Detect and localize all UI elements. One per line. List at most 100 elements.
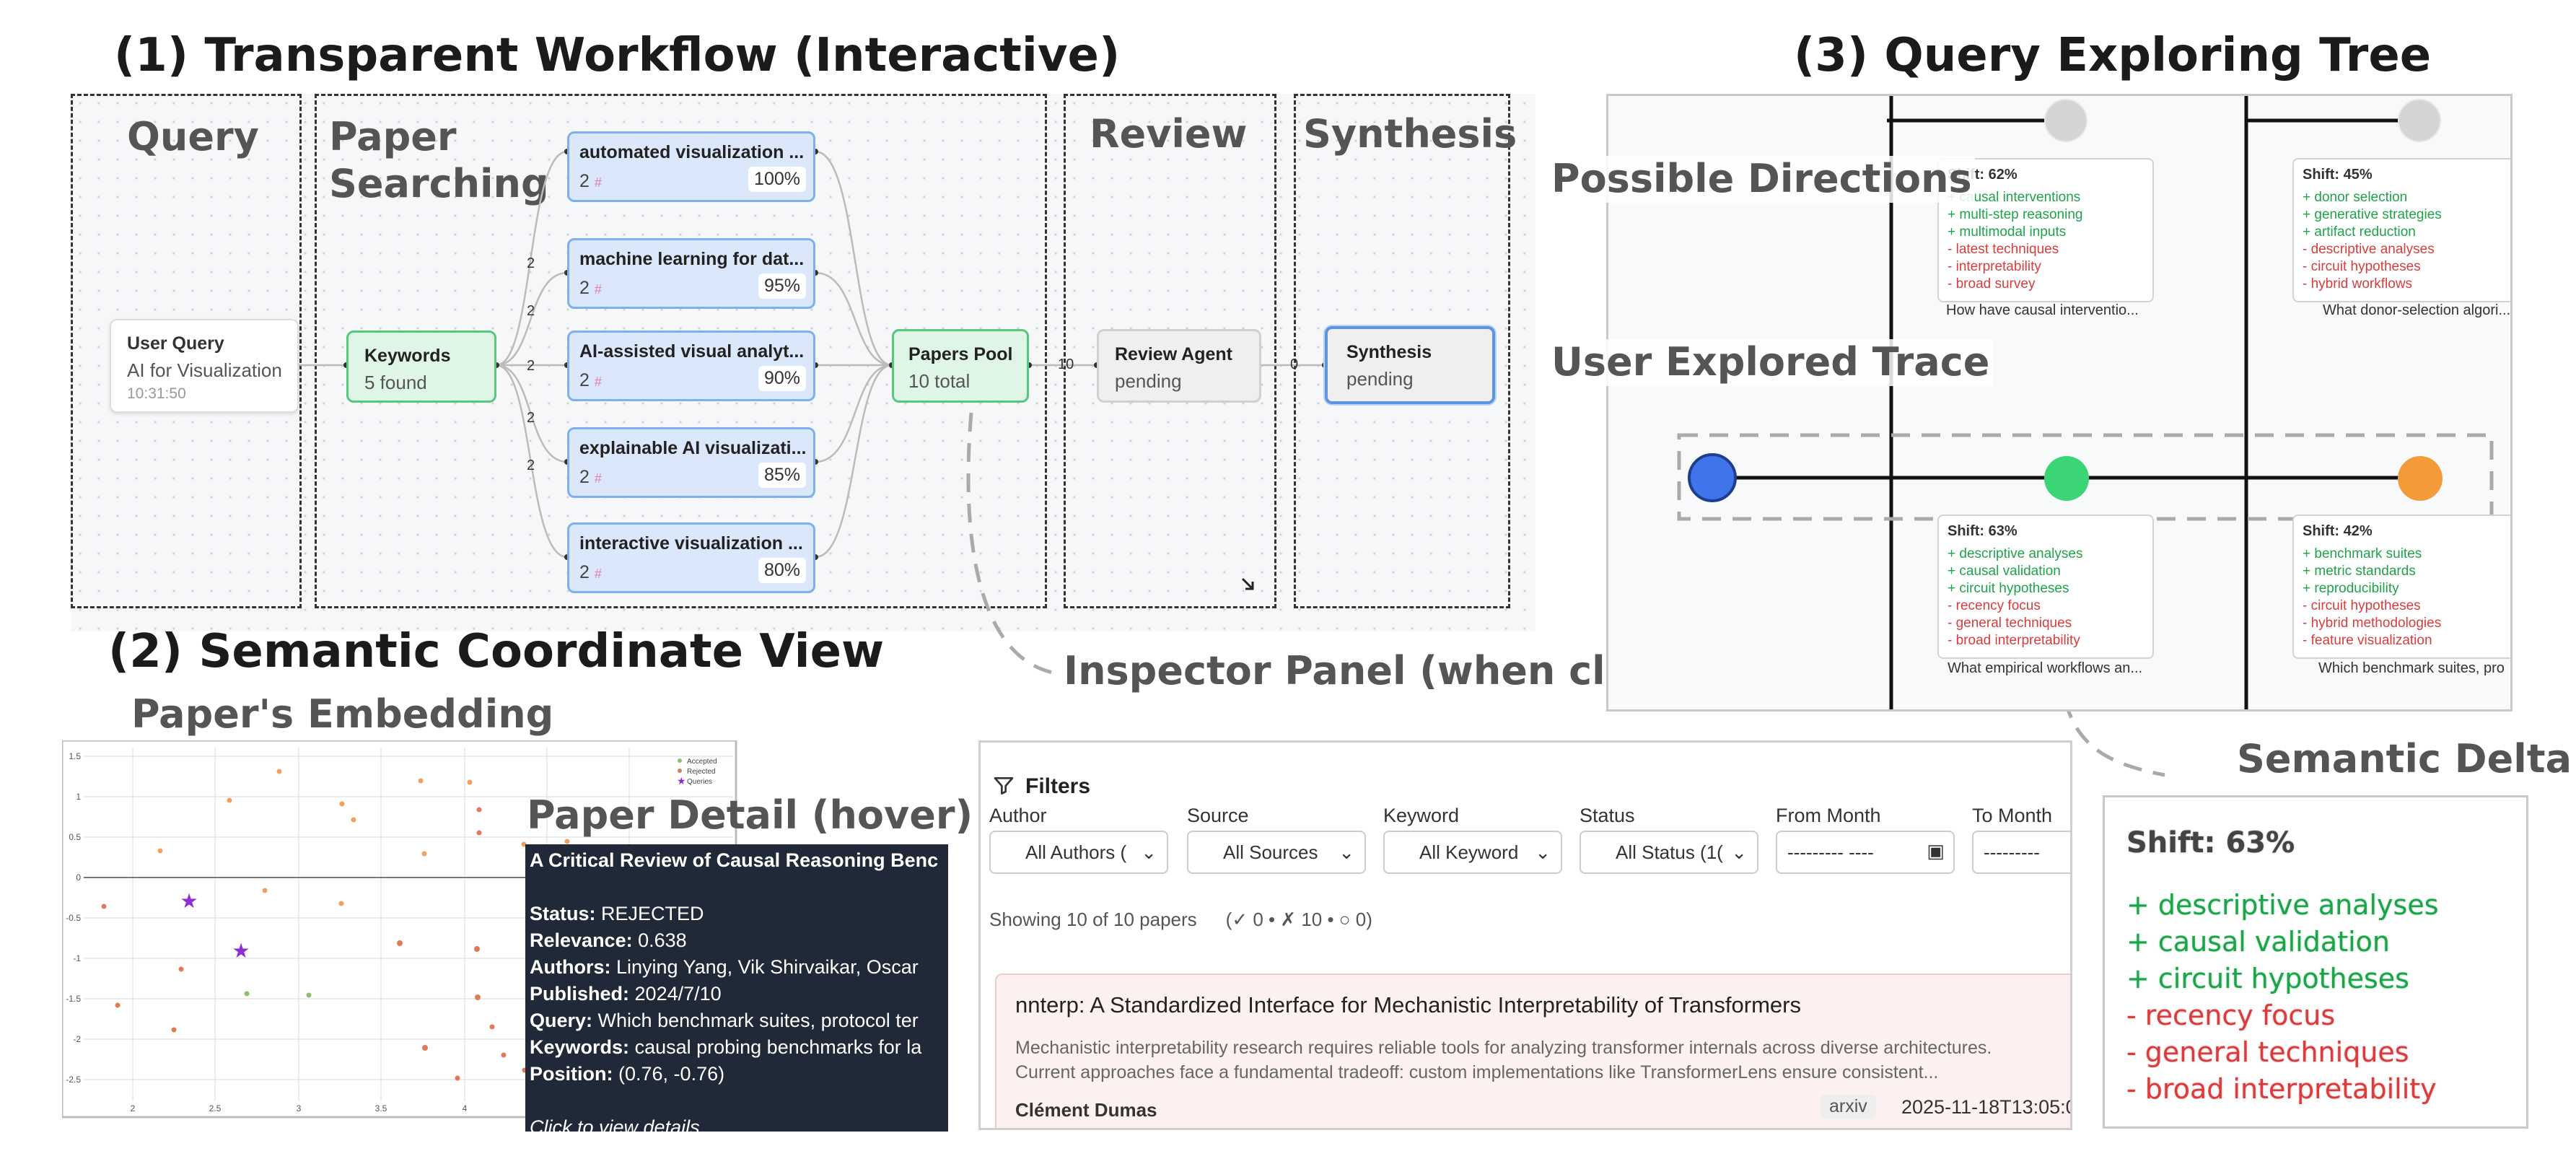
paper-result-card[interactable]: nnterp: A Standardized Interface for Mec… xyxy=(995,973,2070,1128)
keyword-node-percent: 100% xyxy=(748,167,806,192)
possible-directions-label: Possible Directions xyxy=(1548,156,1975,203)
from-month-input[interactable]: --------- ----▣ xyxy=(1776,831,1955,874)
keyword-node-title: automated visualization ... xyxy=(579,142,805,162)
query-caption: How have causal interventio... xyxy=(1946,302,2139,318)
direction-node[interactable] xyxy=(2398,99,2441,142)
keyword-node-count: 2 # xyxy=(579,370,602,390)
semantic-delta-card: Shift: 63% + descriptive analyses + caus… xyxy=(2103,795,2528,1129)
legend-accepted: Accepted xyxy=(687,758,717,766)
trace-card[interactable]: Shift: 42% + benchmark suites + metric s… xyxy=(2292,515,2510,659)
paper-detail-title: A Critical Review of Causal Reasoning Be… xyxy=(530,849,939,871)
paper-detail-label: Paper Detail (hover) xyxy=(527,792,973,838)
filters-title: Filters xyxy=(1025,774,1091,798)
paper-detail-tooltip: A Critical Review of Causal Reasoning Be… xyxy=(525,844,948,1132)
keyword-node-percent: 90% xyxy=(758,366,806,391)
query-caption: Which benchmark suites, pro xyxy=(2318,660,2505,676)
paper-relevance: 0.638 xyxy=(638,929,687,951)
chevron-down-icon: ⌄ xyxy=(1141,841,1157,863)
workflow-edges xyxy=(299,149,1328,590)
paper-position: (0.76, -0.76) xyxy=(618,1063,725,1085)
status-filter-select[interactable]: All Status (1(⌄ xyxy=(1580,831,1758,874)
synthesis-stage-label: Synthesis xyxy=(1303,111,1517,157)
direction-card[interactable]: Shift: 45% + donor selection + generativ… xyxy=(2292,158,2510,302)
x-tick-label: 2.5 xyxy=(209,1103,222,1113)
edge-count-label: 2 xyxy=(527,255,535,271)
delta-added-term: + causal validation xyxy=(2126,926,2390,958)
paper-result-abstract: Mechanistic interpretability research re… xyxy=(1015,1038,1992,1082)
filter-label-author: Author xyxy=(989,805,1047,826)
y-tick-label: 1 xyxy=(76,792,81,802)
paper-keywords: causal probing benchmarks for la xyxy=(634,1036,922,1058)
query-stage-label: Query xyxy=(127,114,259,159)
delta-removed-term: - recency focus xyxy=(2126,999,2336,1031)
query-stage-box xyxy=(71,94,302,608)
delta-added-term: + descriptive analyses xyxy=(2126,889,2439,921)
keyword-node-count: 2 # xyxy=(579,278,602,298)
calendar-icon: ▣ xyxy=(1927,840,1945,862)
paper-result-source-badge: arxiv xyxy=(1821,1095,1876,1119)
tree-canvas[interactable]: Shift: 62% + causal interventions + mult… xyxy=(1606,94,2513,712)
user-query-time: 10:31:50 xyxy=(127,385,186,402)
trace-card[interactable]: Shift: 63% + descriptive analyses + caus… xyxy=(1937,515,2154,659)
paper-result-author: Clément Dumas xyxy=(1015,1099,1157,1121)
semantic-view-title: (2) Semantic Coordinate View xyxy=(108,625,885,678)
synthesis-node[interactable]: Synthesis pending xyxy=(1325,326,1495,404)
direction-node[interactable] xyxy=(2044,99,2087,142)
edge-count-label: 2 xyxy=(527,303,535,319)
query-caption: What donor-selection algori... xyxy=(2323,302,2511,318)
workflow-title: (1) Transparent Workflow (Interactive) xyxy=(114,29,1121,82)
svg-text:★: ★ xyxy=(180,889,198,913)
review-agent-node[interactable]: Review Agent pending xyxy=(1097,329,1261,403)
keyword-node-machine-learning[interactable]: machine learning for dat... 2 # 95% xyxy=(567,238,815,309)
review-edge-label: 0 xyxy=(1290,356,1299,372)
y-tick-label: -2 xyxy=(73,1034,81,1044)
user-explored-trace-label: User Explored Trace xyxy=(1548,339,1993,386)
trace-node-next[interactable] xyxy=(2398,456,2443,501)
chevron-down-icon: ⌄ xyxy=(1339,841,1354,863)
paper-result-title[interactable]: nnterp: A Standardized Interface for Mec… xyxy=(1015,992,1801,1018)
paper-authors: Linying Yang, Vik Shirvaikar, Oscar xyxy=(616,956,919,978)
pool-edge-label: 10 xyxy=(1058,356,1074,372)
keyword-node-title: AI-assisted visual analyt... xyxy=(579,341,805,362)
synthesis-stage-box xyxy=(1294,94,1510,608)
paper-detail-hint: Click to view details xyxy=(530,1116,700,1132)
paper-searching-stage-label: Paper Searching xyxy=(329,114,549,206)
paper-icon: # xyxy=(594,566,602,581)
paper-searching-stage-box xyxy=(315,94,1047,608)
synthesis-status: pending xyxy=(1346,368,1414,390)
y-tick-label: 0 xyxy=(76,872,81,883)
paper-icon: # xyxy=(594,375,602,389)
keywords-count: 5 found xyxy=(364,372,427,393)
source-filter-select[interactable]: All Sources⌄ xyxy=(1187,831,1366,874)
author-filter-select[interactable]: All Authors (⌄ xyxy=(989,831,1168,874)
keyword-node-explainable-ai[interactable]: explainable AI visualizati... 2 # 85% xyxy=(567,427,815,498)
paper-icon: # xyxy=(594,282,602,297)
x-tick-label: 3 xyxy=(297,1103,302,1113)
edge-count-label: 2 xyxy=(527,410,535,426)
delta-removed-term: - broad interpretability xyxy=(2126,1073,2437,1105)
filter-label-from-month: From Month xyxy=(1776,805,1881,826)
results-summary: Showing 10 of 10 papers(✓ 0 • ✗ 10 • ○ 0… xyxy=(989,909,1372,930)
trace-node-current[interactable] xyxy=(2044,456,2089,501)
to-month-input[interactable]: --------- xyxy=(1972,831,2070,874)
svg-text:★: ★ xyxy=(677,775,686,787)
chevron-down-icon: ⌄ xyxy=(1731,841,1747,863)
y-tick-label: -2.5 xyxy=(66,1075,81,1085)
filter-label-to-month: To Month xyxy=(1972,805,2053,826)
x-tick-label: 3.5 xyxy=(375,1103,387,1113)
keyword-filter-select[interactable]: All Keyword⌄ xyxy=(1383,831,1562,874)
keyword-node-automated-visualization[interactable]: automated visualization ... 2 # 100% xyxy=(567,131,815,202)
keyword-node-title: interactive visualization ... xyxy=(579,533,803,553)
direction-card[interactable]: Shift: 62% + causal interventions + mult… xyxy=(1937,158,2154,302)
keyword-node-ai-assisted[interactable]: AI-assisted visual analyt... 2 # 90% xyxy=(567,331,815,401)
x-tick-label: 2 xyxy=(131,1103,136,1113)
delta-added-term: + circuit hypotheses xyxy=(2126,963,2409,994)
paper-result-date: 2025-11-18T13:05:02Z xyxy=(1901,1096,2070,1118)
papers-pool-node[interactable]: Papers Pool 10 total xyxy=(892,329,1029,403)
keyword-node-percent: 80% xyxy=(758,558,806,583)
user-query-node[interactable]: User Query AI for Visualization 10:31:50 xyxy=(110,319,299,413)
keyword-node-percent: 85% xyxy=(758,463,806,488)
keywords-node[interactable]: Keywords 5 found xyxy=(346,331,496,403)
trace-node-start[interactable] xyxy=(1688,453,1737,502)
keyword-node-interactive-visualization[interactable]: interactive visualization ... 2 # 80% xyxy=(567,522,815,593)
